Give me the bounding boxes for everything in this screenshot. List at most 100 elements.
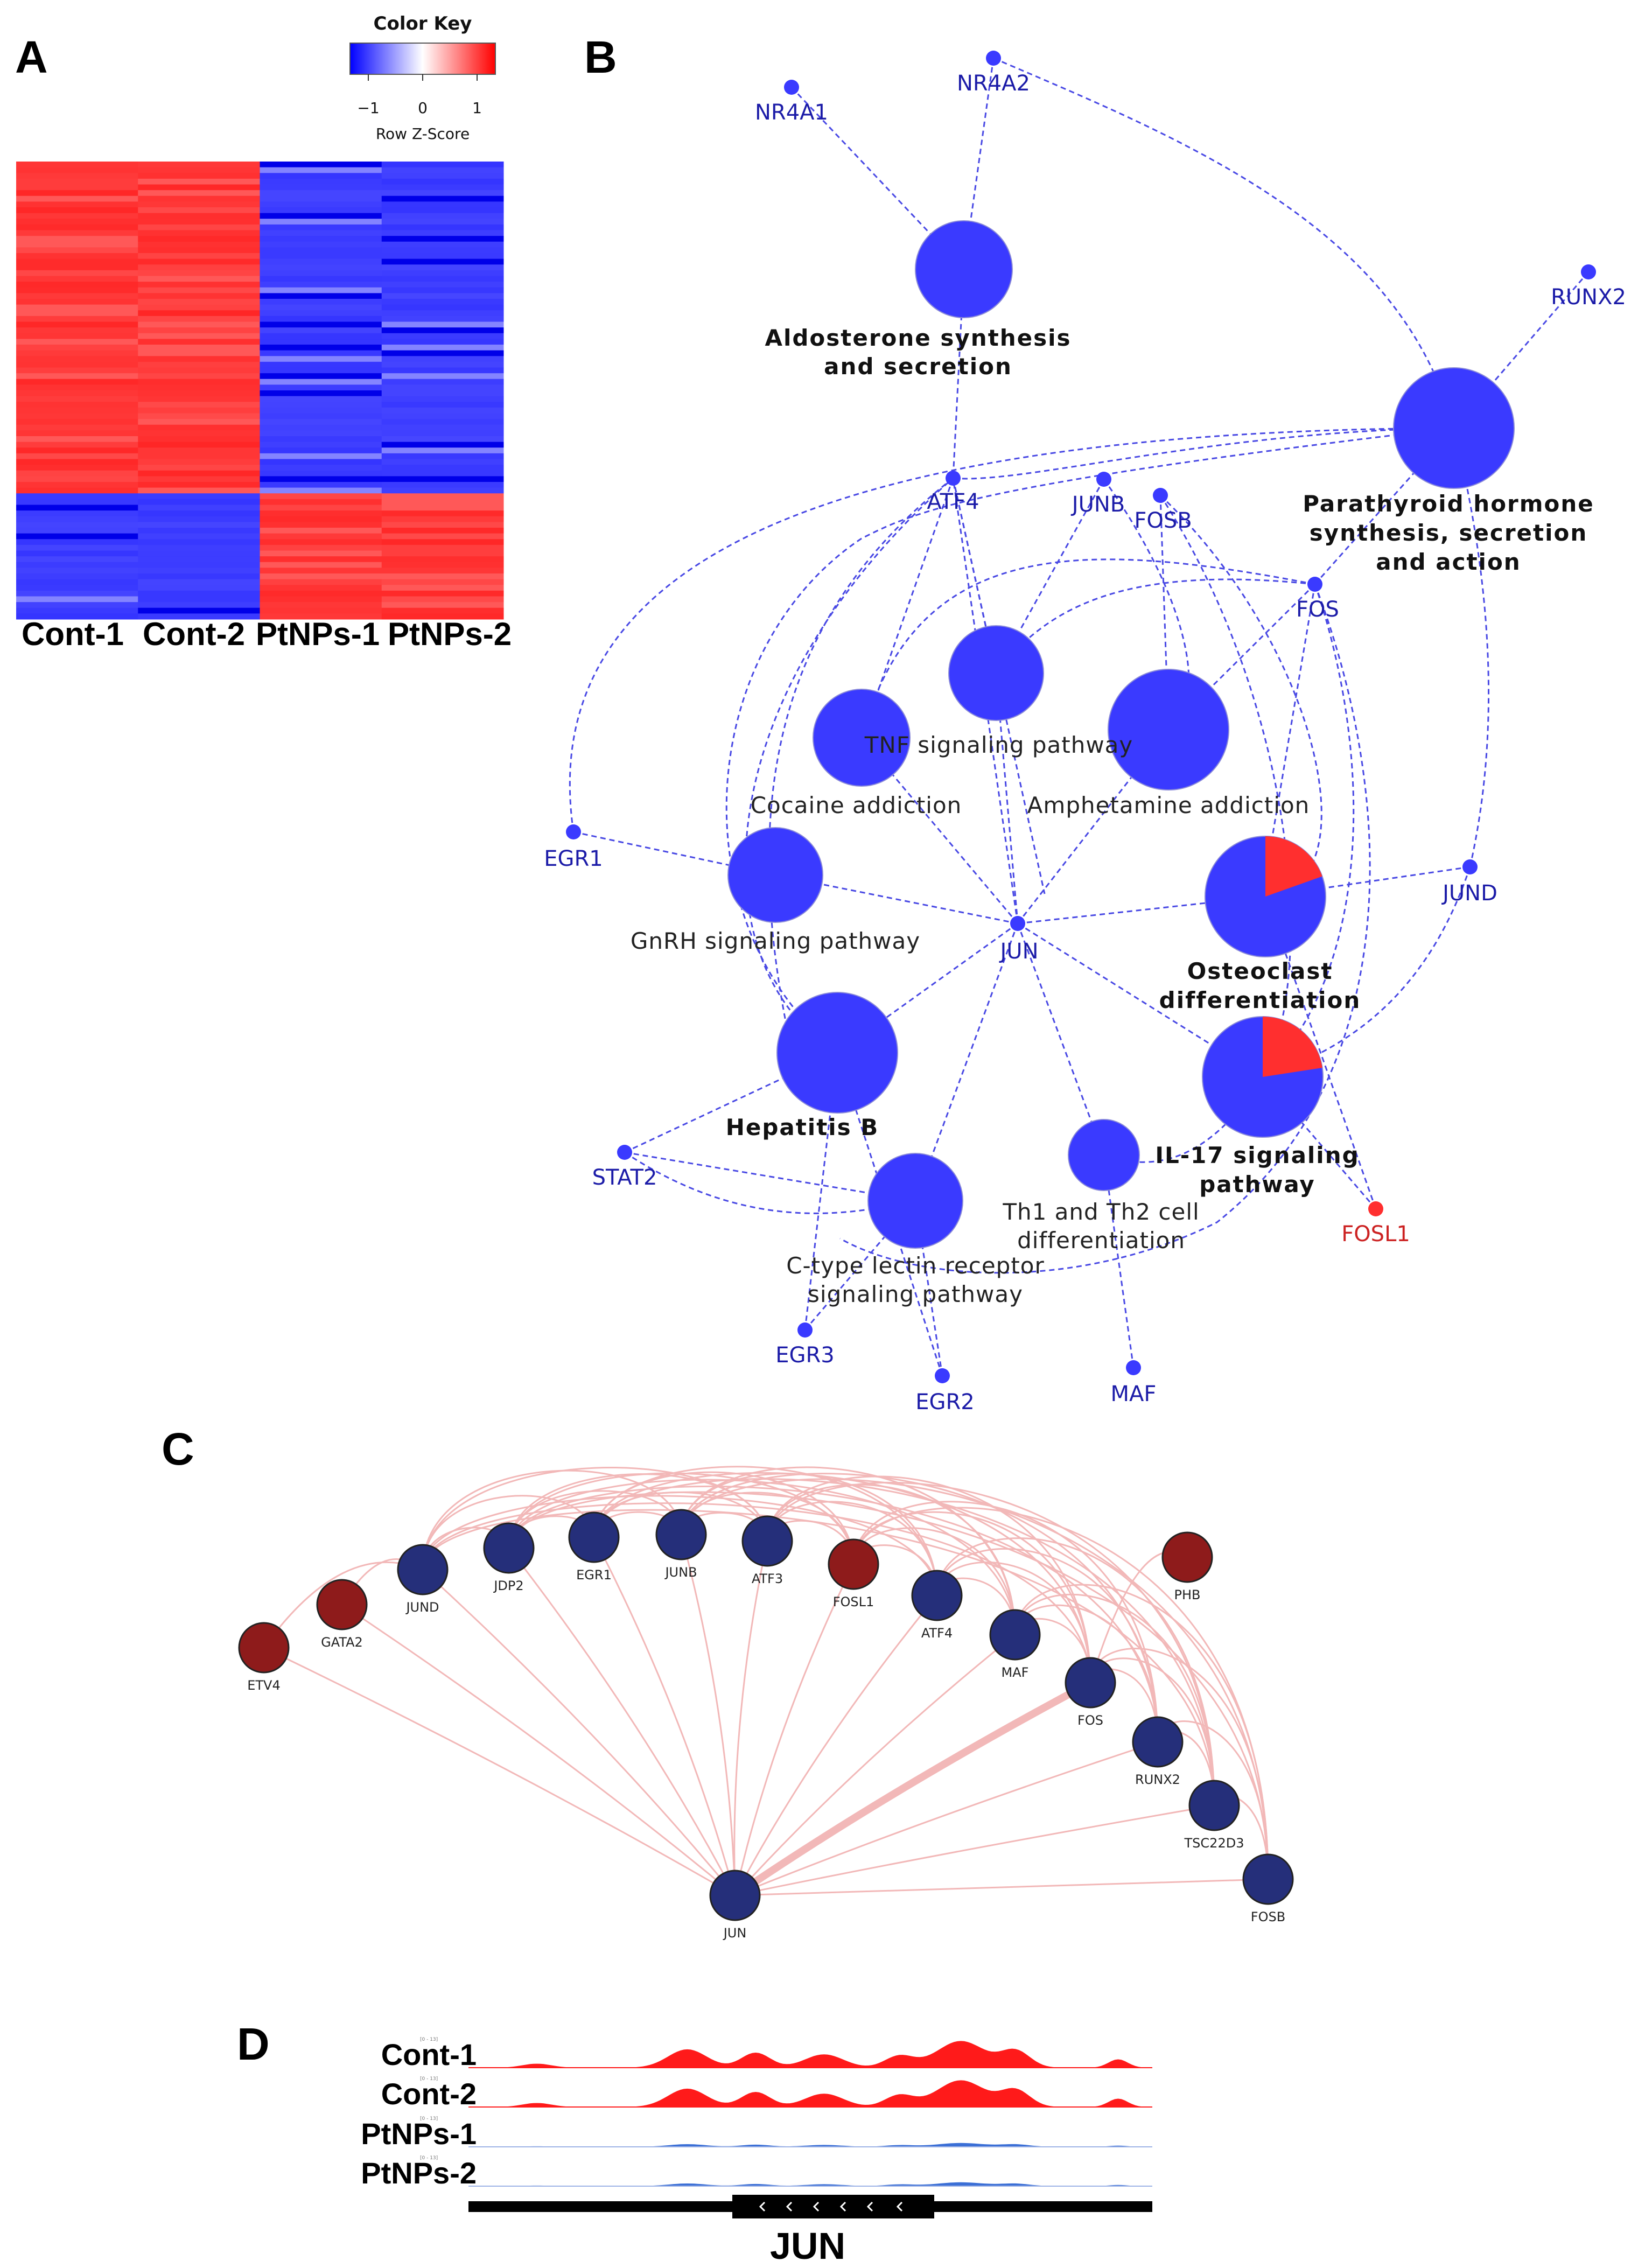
heatmap-cell	[260, 465, 382, 471]
heatmap-cell	[138, 602, 260, 608]
pathway-label-pth-2: synthesis, secretion	[1310, 520, 1588, 546]
heatmap-cell	[260, 596, 382, 603]
edge-jund-fos	[422, 1502, 1091, 1683]
heatmap-cell	[16, 379, 138, 385]
heatmap-cell	[381, 316, 504, 322]
heatmap-cell	[16, 356, 138, 362]
heatmap-cell	[381, 510, 504, 517]
heatmap-cell	[138, 327, 260, 334]
heatmap-cell	[138, 568, 260, 574]
heatmap-cell	[16, 585, 138, 591]
heatmap-cell	[381, 184, 504, 191]
interaction-label-gata2: GATA2	[321, 1635, 363, 1650]
edge-maf-tsc22d3	[1014, 1593, 1215, 1806]
interaction-label-fosb: FOSB	[1251, 1909, 1285, 1924]
heatmap-cell	[138, 419, 260, 425]
heatmap-cell	[381, 213, 504, 219]
heatmap-cell	[381, 195, 504, 202]
pathway-slice-osteo	[1265, 836, 1322, 897]
interaction-label-fos: FOS	[1077, 1713, 1103, 1728]
heatmap-cell	[381, 482, 504, 488]
heatmap-cell	[138, 590, 260, 597]
heatmap-cell	[138, 447, 260, 454]
edge-jdp2-fosb	[508, 1491, 1269, 1880]
pathway-node-ctype	[867, 1153, 963, 1249]
gene-label-stat2: STAT2	[592, 1165, 657, 1190]
heatmap-cell	[260, 367, 382, 374]
heatmap-cell	[138, 184, 260, 191]
heatmap-cell	[138, 190, 260, 197]
heatmap-cell	[260, 413, 382, 419]
heatmap-cell	[381, 550, 504, 557]
heatmap-cell	[138, 173, 260, 179]
heatmap-cell	[260, 482, 382, 488]
interaction-label-phb: PHB	[1174, 1587, 1201, 1602]
pathway-label-ctype-1: C-type lectin receptor	[786, 1252, 1045, 1279]
heatmap-cell	[138, 396, 260, 402]
heatmap-cell	[138, 195, 260, 202]
edge-jun-jund	[422, 1569, 736, 1896]
interaction-node-jdp2	[483, 1522, 535, 1574]
heatmap-cell	[138, 350, 260, 356]
heatmap-cell	[16, 590, 138, 597]
heatmap-cell	[381, 264, 504, 271]
heatmap-cell	[16, 293, 138, 299]
edge-egr1-atf4	[593, 1466, 938, 1596]
gene-node-junb	[1096, 472, 1111, 487]
heatmap-cell	[260, 236, 382, 242]
gene-node-jun	[1010, 916, 1025, 931]
heatmap-cell	[260, 476, 382, 482]
heatmap-cell	[16, 299, 138, 305]
pathway-label-th-1: Th1 and Th2 cell	[1002, 1199, 1199, 1225]
heatmap-cell	[16, 287, 138, 293]
strand-arrows	[759, 2201, 903, 2212]
heatmap-cell	[138, 476, 260, 482]
heatmap-cell	[16, 213, 138, 219]
heatmap-cell	[381, 430, 504, 437]
heatmap-cell	[138, 162, 260, 168]
heatmap-cell	[260, 213, 382, 219]
heatmap-cell	[381, 219, 504, 225]
heatmap-cell	[381, 345, 504, 351]
heatmap-cell	[260, 390, 382, 397]
heatmap-cell	[16, 201, 138, 208]
edge-junb-fosb	[680, 1478, 1269, 1880]
heatmap-cell	[16, 327, 138, 334]
heatmap-cell	[260, 162, 382, 168]
edge-egr1-tsc22d3	[593, 1478, 1215, 1806]
track-label-cont-2: Cont-2	[381, 2077, 477, 2111]
track-range-ptnps-2: [0 - 13]	[420, 2155, 438, 2161]
heatmap-cell	[260, 282, 382, 288]
heatmap-cell	[138, 453, 260, 459]
heatmap-cell	[16, 316, 138, 322]
heatmap-cell	[381, 236, 504, 242]
heatmap-cell	[16, 528, 138, 534]
heatmap-cell	[260, 304, 382, 311]
heatmap-cell	[381, 607, 504, 614]
heatmap-cell	[260, 568, 382, 574]
heatmap-cell	[381, 230, 504, 236]
heatmap-cell	[16, 487, 138, 494]
gene-label-nr4a2: NR4A2	[957, 71, 1030, 96]
heatmap-cell	[138, 178, 260, 185]
interaction-node-egr1	[568, 1511, 620, 1563]
edge-jdp2-runx2	[508, 1485, 1159, 1742]
heatmap-cell	[381, 321, 504, 328]
heatmap-cell	[16, 310, 138, 317]
heatmap-cell	[260, 293, 382, 299]
heatmap-cell	[381, 201, 504, 208]
pathway-label-cocaine: Cocaine addiction	[751, 792, 962, 818]
heatmap-cell	[16, 407, 138, 414]
heatmap-cell	[381, 493, 504, 500]
heatmap-cell	[16, 162, 138, 168]
heatmap-cell	[138, 522, 260, 528]
heatmap-cell	[138, 516, 260, 522]
heatmap-cell	[381, 516, 504, 522]
edge-jun-fosb	[734, 1878, 1269, 1896]
heatmap-cell	[260, 333, 382, 339]
edge-jun-fosl1	[734, 1564, 855, 1896]
heatmap-cell	[138, 339, 260, 345]
heatmap-cell	[260, 190, 382, 197]
heatmap-cell	[138, 465, 260, 471]
